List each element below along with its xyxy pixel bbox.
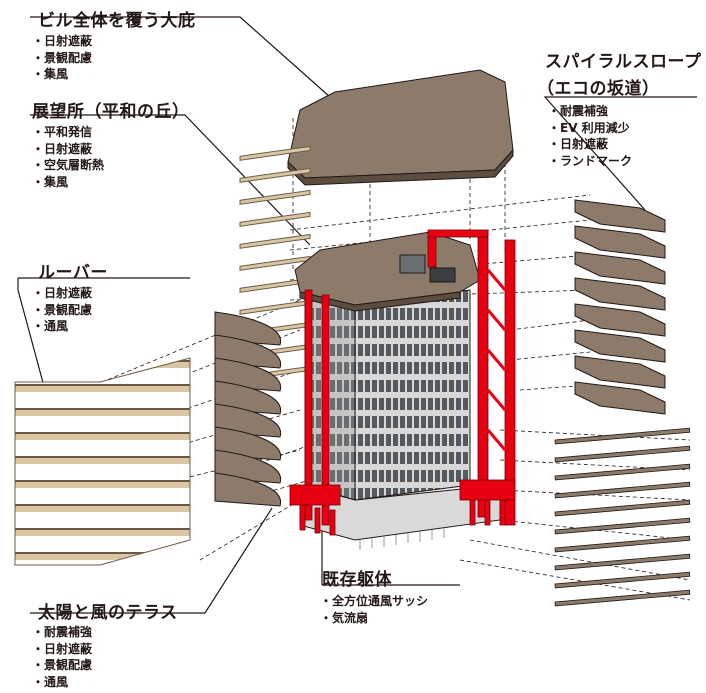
roof-canopy [287, 69, 514, 186]
list-item: ・景観配慮 [32, 658, 93, 672]
spiral-title-line2: （エコの坂道） [537, 79, 660, 99]
list-item: ・通風 [32, 674, 69, 689]
list-item: ・通風 [32, 319, 69, 333]
terrace-items: ・耐震補強 ・日射遮蔽 ・景観配慮 ・通風 [32, 624, 92, 690]
leader-terrace [30, 507, 273, 614]
list-item: ・日射遮蔽 [32, 286, 93, 300]
roof-title: ビル全体を覆う大庇 [38, 11, 196, 31]
leader-spiral [543, 96, 697, 211]
terrace-title: 太陽と風のテラス [38, 603, 178, 623]
louver-stack-right [554, 427, 691, 607]
louver-stack-front [14, 357, 191, 566]
list-item: ・耐震補強 [548, 104, 609, 118]
list-item: ・全方位通風サッシ [320, 594, 429, 608]
leader-louver-down [17, 278, 46, 391]
list-item: ・集風 [32, 67, 69, 81]
list-item: ・EV 利用減少 [548, 120, 630, 135]
louver-title: ルーバー [38, 263, 108, 283]
existing-items: ・全方位通風サッシ ・気流扇 [320, 593, 428, 626]
list-item: ・耐震補強 [32, 625, 93, 639]
list-item: ・平和発信 [32, 125, 93, 139]
list-item: ・日射遮蔽 [548, 137, 609, 151]
existing-title: 既存躯体 [322, 570, 392, 590]
list-item: ・景観配慮 [32, 50, 93, 65]
list-item: ・空気層断熱 [32, 158, 105, 172]
louver-items: ・日射遮蔽 ・景観配慮 ・通風 [32, 285, 92, 335]
spiral-title-line1: スパイラルスロープ [545, 52, 702, 72]
list-item: ・日射遮蔽 [32, 641, 93, 656]
leader-roof [30, 16, 331, 98]
main-building [294, 231, 501, 550]
list-item: ・集風 [32, 174, 69, 189]
red-frame-left [289, 289, 341, 536]
leader-observatory [30, 114, 311, 246]
terrace-slabs [214, 311, 282, 507]
observatory-title: 展望所（平和の丘） [32, 102, 190, 122]
list-item: ・ランドマーク [548, 153, 633, 168]
red-frame-right [427, 229, 516, 526]
list-item: ・景観配慮 [32, 302, 93, 317]
list-item: ・気流扇 [320, 610, 369, 625]
spiral-slope-stack [574, 199, 666, 415]
spiral-items: ・耐震補強 ・EV 利用減少 ・日射遮蔽 ・ランドマーク [548, 103, 632, 169]
list-item: ・日射遮蔽 [32, 34, 93, 48]
list-item: ・日射遮蔽 [32, 141, 93, 156]
roof-items: ・日射遮蔽 ・景観配慮 ・集風 [32, 33, 92, 83]
observatory-items: ・平和発信 ・日射遮蔽 ・空気層断熱 ・集風 [32, 124, 104, 190]
leader-lines [17, 16, 697, 614]
